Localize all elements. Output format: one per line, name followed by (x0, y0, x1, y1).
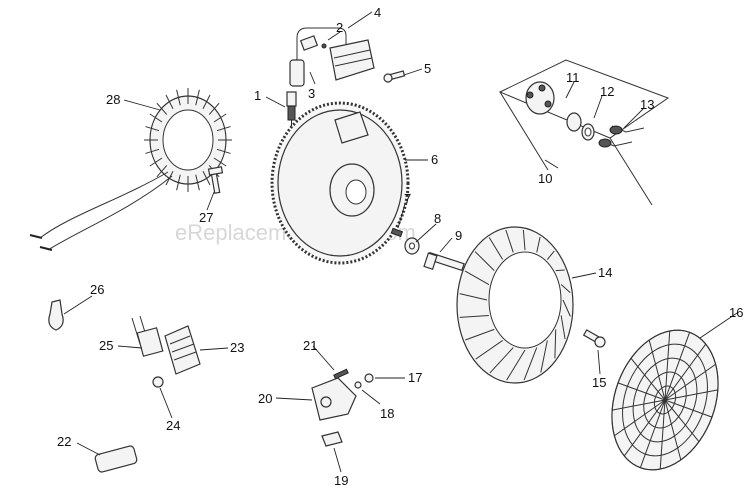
callout-19: 19 (334, 473, 348, 488)
callout-25: 25 (99, 338, 113, 353)
ignition-switch-group (498, 59, 670, 206)
callout-11: 11 (566, 70, 580, 85)
ignition-keys-part (598, 125, 645, 148)
washer-part-18 (354, 381, 362, 389)
callout-5: 5 (424, 61, 431, 76)
rectifier-part (311, 377, 357, 421)
nut-part-17 (364, 373, 374, 383)
callout-17: 17 (408, 370, 422, 385)
callout-7: 7 (404, 191, 411, 206)
grass-screen-part (611, 329, 719, 471)
callout-15: 15 (592, 375, 606, 390)
callout-12: 12 (600, 84, 614, 99)
callout-2: 2 (336, 20, 343, 35)
regulator-part (164, 325, 201, 375)
screw-part-27 (207, 166, 224, 194)
cap-part (94, 445, 138, 473)
callout-labels: 1 2 3 4 5 6 7 8 9 10 11 12 13 14 15 16 1… (57, 5, 743, 488)
switch-nut-part (566, 112, 582, 132)
callout-14: 14 (598, 265, 612, 280)
spark-plug-part (286, 91, 297, 126)
leader-lines (63, 11, 738, 473)
callout-23: 23 (230, 340, 244, 355)
callout-8: 8 (434, 211, 441, 226)
callout-21: 21 (303, 338, 317, 353)
callout-18: 18 (380, 406, 394, 421)
flywheel-bolt-part (423, 251, 465, 272)
flywheel-part (270, 101, 410, 265)
screw-part-5 (383, 70, 406, 83)
callout-16: 16 (729, 305, 743, 320)
screw-part-24 (152, 376, 164, 388)
callout-9: 9 (455, 228, 462, 243)
connector-part (131, 315, 164, 357)
callout-26: 26 (90, 282, 104, 297)
callout-6: 6 (431, 152, 438, 167)
callout-22: 22 (57, 434, 71, 449)
callout-13: 13 (640, 97, 654, 112)
clamp-part (48, 299, 64, 331)
ignition-module-part (289, 27, 375, 87)
screw-part-15 (582, 329, 606, 348)
callout-3: 3 (308, 86, 315, 101)
switch-washer-part (581, 123, 595, 141)
ignition-switch-part (525, 81, 555, 115)
washer-part (404, 237, 420, 255)
callout-4: 4 (374, 5, 381, 20)
callout-10: 10 (538, 171, 552, 186)
callout-27: 27 (199, 210, 213, 225)
callout-24: 24 (166, 418, 180, 433)
clip-part (321, 431, 343, 447)
flywheel-key-part (390, 227, 404, 238)
callout-20: 20 (258, 391, 272, 406)
callout-28: 28 (106, 92, 120, 107)
fan-part (456, 226, 574, 384)
callout-1: 1 (254, 88, 261, 103)
screw-part-21 (333, 368, 349, 380)
